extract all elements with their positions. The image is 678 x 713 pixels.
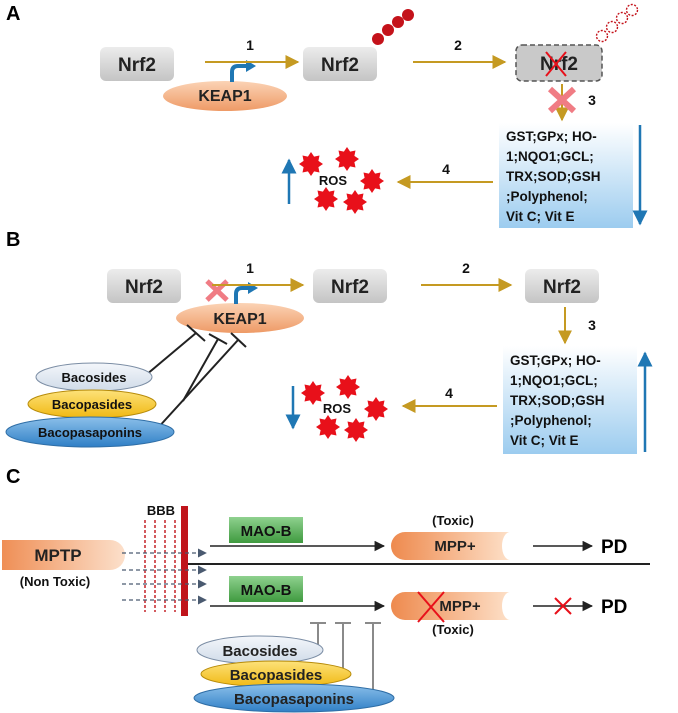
non-toxic-label: (Non Toxic) bbox=[20, 574, 91, 589]
antioxidant-line-a1: GST;GPx; HO- bbox=[506, 129, 597, 144]
nrf2-box-b2 bbox=[313, 269, 387, 303]
degradation-cross-icon-a bbox=[545, 51, 567, 77]
nrf2-box-a2 bbox=[303, 47, 377, 81]
inhibition-lines-c bbox=[310, 622, 381, 700]
antioxidant-line-b5: Vit C; Vit E bbox=[510, 433, 579, 448]
maob-box-2 bbox=[229, 576, 303, 602]
nrf2-degraded-label-a: Nrf2 bbox=[540, 54, 578, 75]
antioxidant-line-a5: Vit C; Vit E bbox=[506, 209, 575, 224]
bacopasaponins-ellipse-b bbox=[5, 416, 175, 448]
maob-label-2: MAO-B bbox=[241, 582, 292, 599]
pd-label-1: PD bbox=[601, 537, 627, 558]
antioxidant-line-a2: 1;NQO1;GCL; bbox=[506, 149, 594, 164]
antioxidant-line-a4: ;Polyphenol; bbox=[506, 189, 588, 204]
panel-c: C BBB MPTP (Non Toxic) MAO-B (Toxic) MPP… bbox=[2, 466, 650, 713]
bacopasaponins-ellipse-c bbox=[193, 683, 395, 713]
step2-label-b: 2 bbox=[462, 260, 470, 276]
panel-c-label: C bbox=[6, 466, 20, 488]
step3-label-a: 3 bbox=[588, 92, 596, 108]
maob-box-1 bbox=[229, 517, 303, 543]
nrf2-label-b2: Nrf2 bbox=[331, 277, 369, 298]
pd-blocked-cross-icon bbox=[554, 597, 572, 615]
nrf2-label-a2: Nrf2 bbox=[321, 55, 359, 76]
keap1-label-b: KEAP1 bbox=[213, 311, 266, 328]
step3-label-b: 3 bbox=[588, 317, 596, 333]
keap1-label-a: KEAP1 bbox=[198, 88, 251, 105]
blocked-cross-icon-a bbox=[547, 86, 577, 114]
step2-label-a: 2 bbox=[454, 37, 462, 53]
pd-label-2: PD bbox=[601, 597, 627, 618]
blood-brain-barrier bbox=[144, 520, 176, 612]
panel-b-label: B bbox=[6, 229, 20, 251]
ros-label-b: ROS bbox=[323, 401, 352, 416]
panel-b: B Nrf2 KEAP1 1 Nrf2 2 Nrf2 3 GST;GPx; HO… bbox=[5, 229, 653, 454]
antioxidant-line-b2: 1;NQO1;GCL; bbox=[510, 373, 598, 388]
antioxidant-line-b1: GST;GPx; HO- bbox=[510, 353, 601, 368]
keap1-ellipse-b bbox=[176, 303, 304, 333]
blocked-cross-icon-b bbox=[205, 279, 229, 302]
mpp-shape-1 bbox=[391, 532, 510, 560]
ros-label-a: ROS bbox=[319, 173, 348, 188]
panel-a-label: A bbox=[6, 3, 20, 25]
bacopasaponins-label-c: Bacopasaponins bbox=[234, 691, 354, 708]
release-arrow-head-b bbox=[248, 282, 258, 294]
bacosides-label-b: Bacosides bbox=[61, 370, 126, 385]
release-arrow-a bbox=[230, 64, 248, 82]
toxic-label-1: (Toxic) bbox=[432, 513, 474, 528]
ubiquitin-chain-a bbox=[372, 9, 414, 45]
mptp-label: MPTP bbox=[34, 546, 81, 565]
nrf2-label-b3: Nrf2 bbox=[543, 277, 581, 298]
release-arrow-b bbox=[234, 286, 250, 304]
antioxidant-box-b bbox=[503, 346, 637, 454]
mptp-shape bbox=[2, 540, 125, 570]
bacopasaponins-label-b: Bacopasaponins bbox=[38, 425, 142, 440]
step4-label-a: 4 bbox=[442, 161, 450, 177]
mpp-label-1: MPP+ bbox=[434, 538, 476, 555]
keap1-ellipse-a bbox=[163, 81, 287, 111]
maob-label-1: MAO-B bbox=[241, 523, 292, 540]
bacopasides-label-c: Bacopasides bbox=[230, 667, 323, 684]
mpp-blocked-cross-icon bbox=[417, 591, 445, 623]
bbb-label: BBB bbox=[147, 503, 175, 518]
step1-label-a: 1 bbox=[246, 37, 254, 53]
mpp-shape-2 bbox=[391, 592, 510, 620]
bacopasides-label-b: Bacopasides bbox=[52, 397, 132, 412]
nrf2-box-b1 bbox=[107, 269, 181, 303]
fragmented-ubiquitin-a bbox=[595, 3, 639, 43]
bbb-solid-bar bbox=[181, 506, 188, 616]
inhibition-lines-b bbox=[145, 324, 247, 431]
nrf2-degraded-box-a bbox=[515, 44, 603, 82]
nrf2-label-b1: Nrf2 bbox=[125, 277, 163, 298]
antioxidant-line-a3: TRX;SOD;GSH bbox=[506, 169, 601, 184]
toxic-label-2: (Toxic) bbox=[432, 622, 474, 637]
nrf2-box-a1 bbox=[100, 47, 174, 81]
antioxidant-line-b4: ;Polyphenol; bbox=[510, 413, 592, 428]
antioxidant-box-a bbox=[499, 123, 633, 228]
antioxidant-line-b3: TRX;SOD;GSH bbox=[510, 393, 605, 408]
nrf2-label-a1: Nrf2 bbox=[118, 55, 156, 76]
bacosides-label-c: Bacosides bbox=[222, 643, 297, 660]
mpp-label-2: MPP+ bbox=[439, 598, 481, 615]
panel-a: A Nrf2 KEAP1 1 Nrf2 2 Nrf2 bbox=[6, 3, 648, 228]
mptp-transport-arrows bbox=[122, 548, 207, 605]
nrf2-box-b3 bbox=[525, 269, 599, 303]
step1-label-b: 1 bbox=[246, 260, 254, 276]
step4-label-b: 4 bbox=[445, 385, 453, 401]
